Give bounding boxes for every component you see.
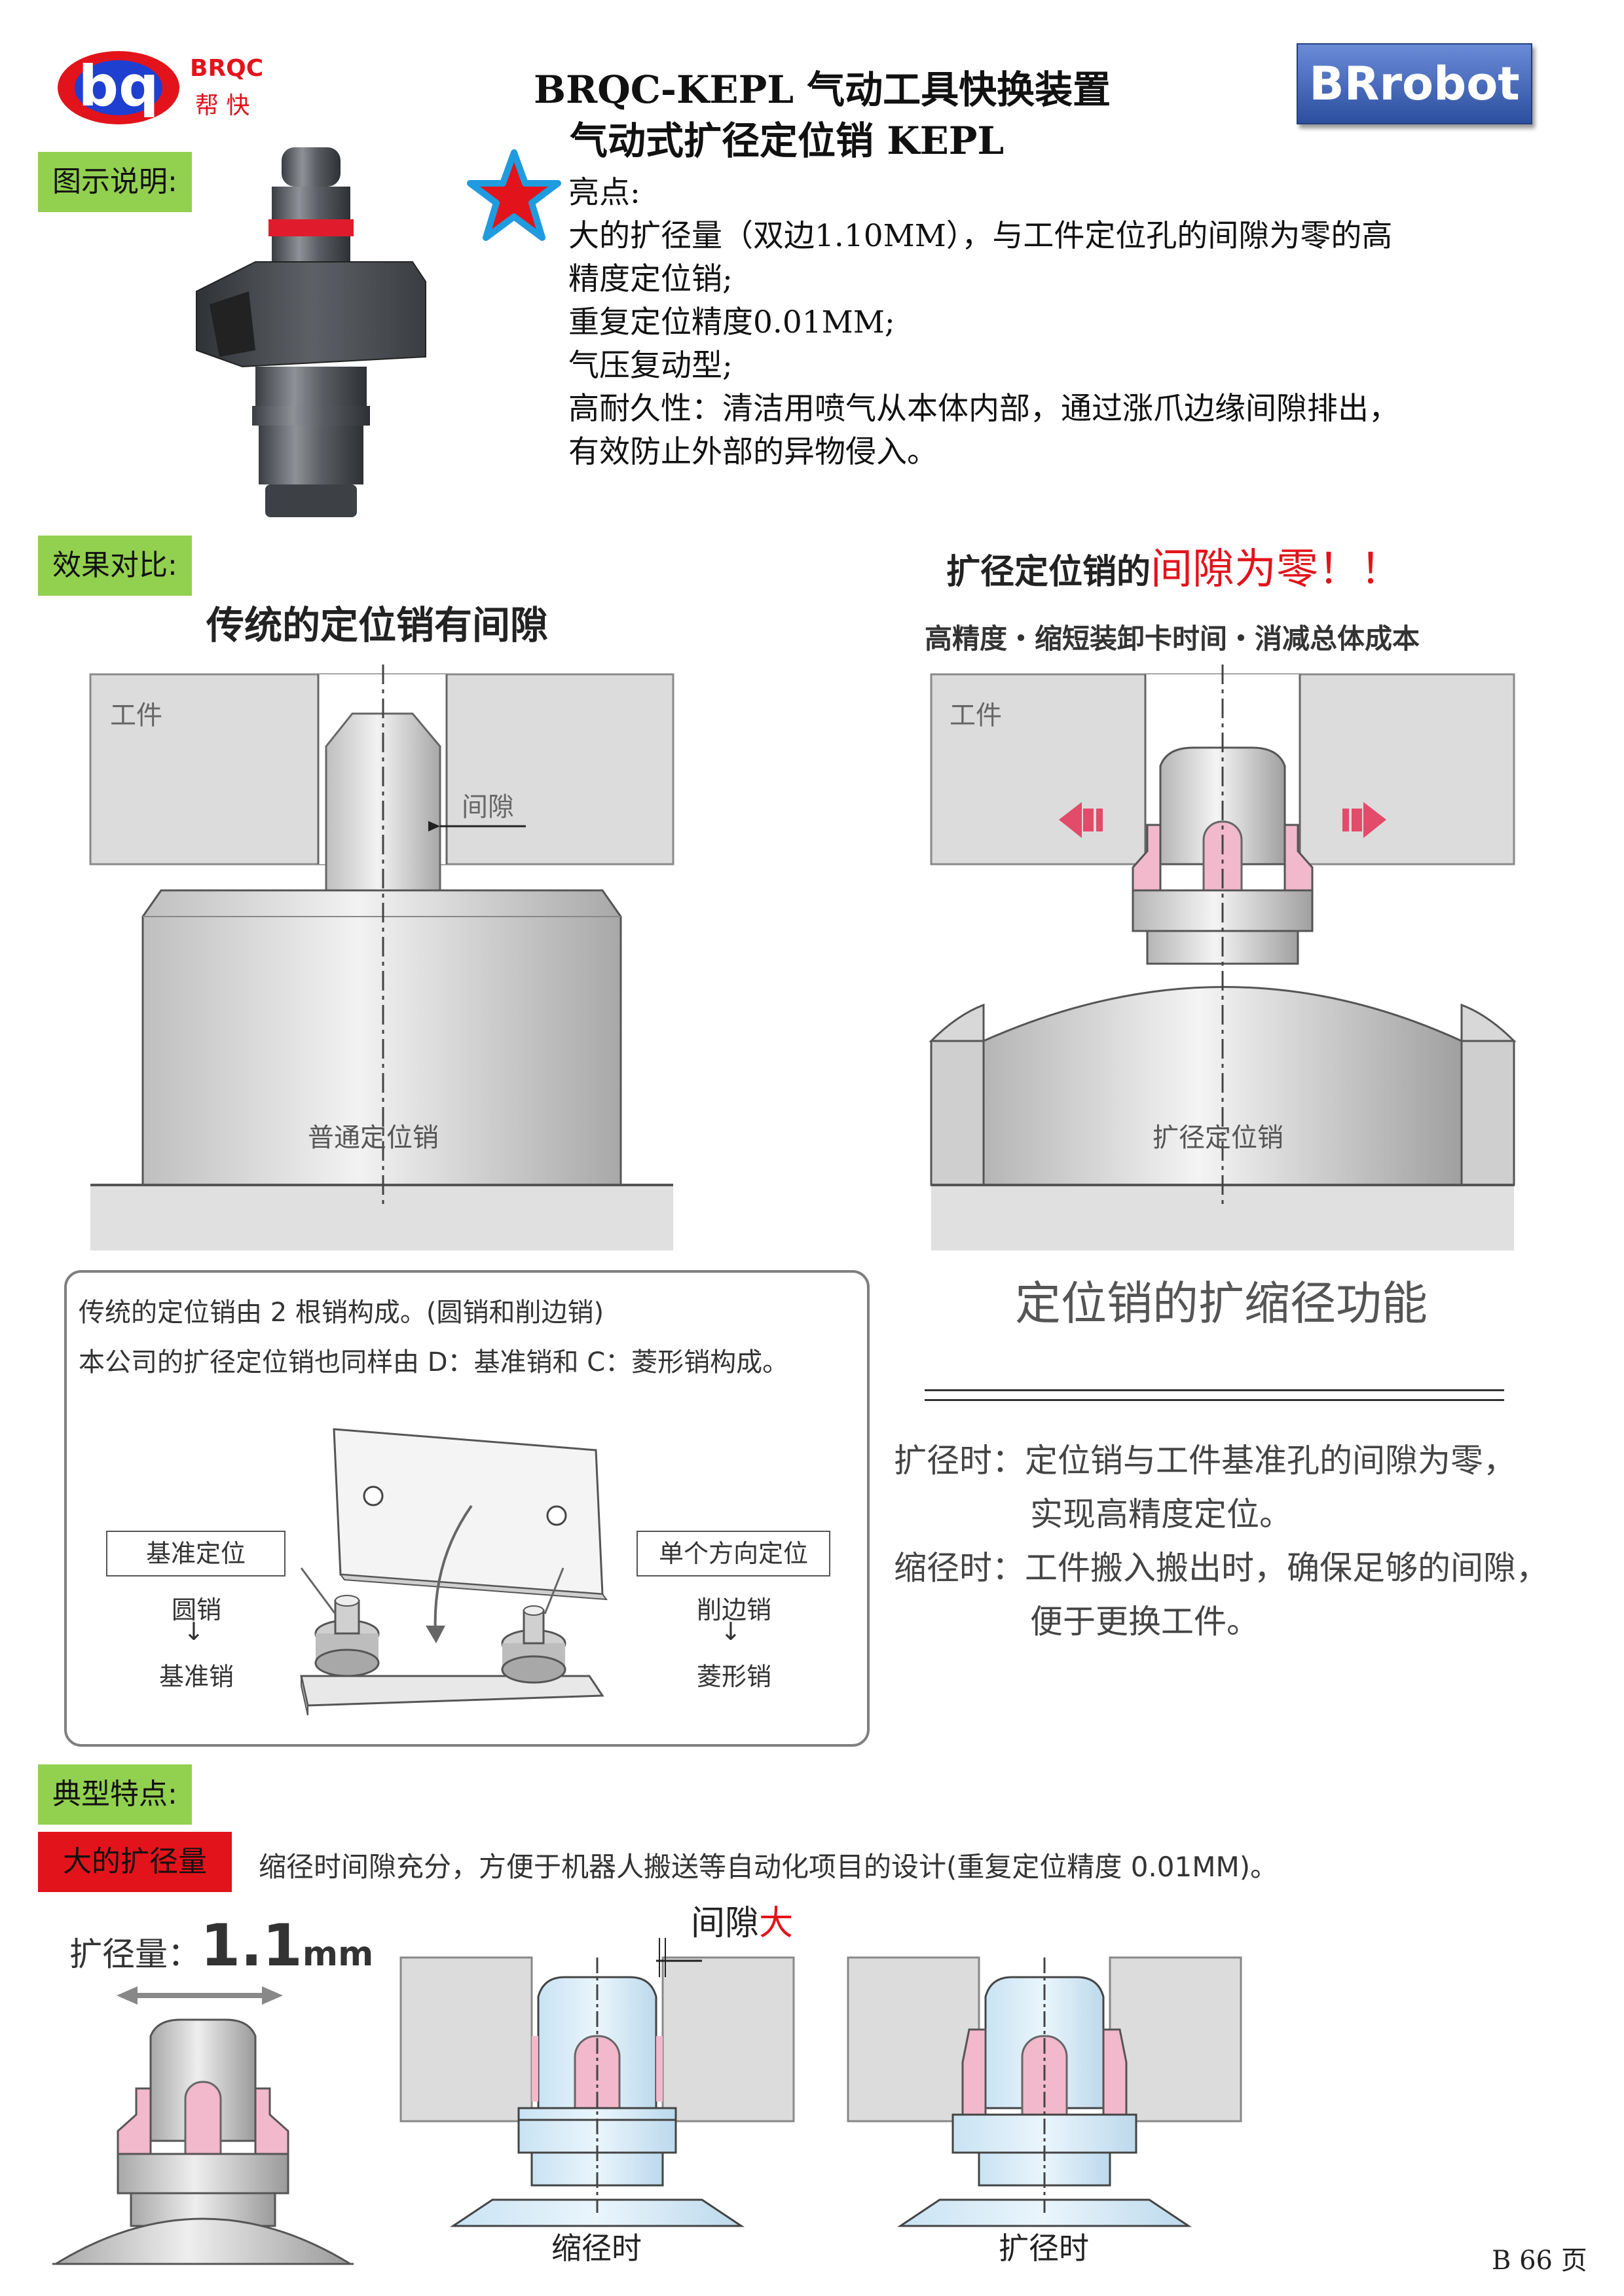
right-diagram-title: 扩径定位销的间隙为零！！ [946, 536, 1402, 596]
highlight-line: 高耐久性：清洁用喷气从本体内部，通过涨爪边缘间隙排出， [568, 391, 1399, 427]
function-title: 定位销的扩缩径功能 [1015, 1277, 1428, 1330]
logo-text: bq [78, 54, 159, 119]
label-single-direction: 单个方向定位 [637, 1531, 830, 1576]
render-neck [272, 236, 350, 263]
note-line-1: 传统的定位销由 2 根销构成。(圆销和削边销) [79, 1298, 604, 1328]
render-collar [272, 187, 350, 219]
highlight-line: 精度定位销; [568, 261, 733, 297]
expand-line-2: 实现高精度定位。 [1030, 1495, 1292, 1533]
expand-diagram [847, 1956, 1242, 2227]
render-tip [282, 147, 341, 187]
expand-label: 扩径时： [894, 1442, 1025, 1480]
right-diagram-subtitle: 高精度・缩短装卸卡时间・消减总体成本 [925, 623, 1420, 655]
left-base [90, 1185, 673, 1250]
brand-cn: 帮 快 [195, 92, 250, 119]
feature-tag: 大的扩径量 [38, 1832, 232, 1892]
brrobot-badge: BRrobot [1297, 43, 1532, 124]
amount-value: 1.1 [200, 1912, 303, 1979]
highlight-line: 气压复动型; [568, 348, 733, 384]
right-title-black: 扩径定位销的 [946, 553, 1151, 592]
expansion-pin-figure [52, 1986, 354, 2265]
highlight-line: 有效防止外部的异物侵入。 [568, 434, 938, 470]
left-to: 基准销 [159, 1662, 234, 1691]
page-title: BRQC-KEPL 气动工具快换装置 [534, 67, 1111, 112]
expand-line-1: 定位销与工件基准孔的间隙为零， [1025, 1442, 1516, 1480]
shrink-diagram [399, 1938, 795, 2227]
shrink-label: 缩径时： [894, 1549, 1025, 1587]
left-diagram-title: 传统的定位销有间隙 [206, 603, 549, 647]
render-block-slot [210, 291, 255, 357]
render-body-bottom [259, 426, 363, 484]
right-title-red: 间隙为零！！ [1151, 545, 1403, 594]
shrink-line-2: 便于更换工件。 [1030, 1603, 1259, 1641]
feature-description: 缩径时间隙充分，方便于机器人搬送等自动化项目的设计(重复定位精度 0.01MM)… [259, 1851, 1278, 1883]
expansion-amount: 扩径量：1.1mm [69, 1912, 373, 1979]
logo-inner [75, 60, 162, 115]
right-from: 削边销 [697, 1595, 772, 1624]
note-line-2: 本公司的扩径定位销也同样由 D：基准销和 C：菱形销构成。 [79, 1347, 789, 1377]
highlight-line: 大的扩径量（双边1.10MM），与工件定位孔的间隙为零的高 [568, 218, 1393, 254]
right-pin-label: 扩径定位销 [1153, 1123, 1283, 1153]
arrow-left-icon [1059, 802, 1103, 838]
expand-caption: 扩径时 [999, 2231, 1089, 2266]
render-body-groove [252, 406, 370, 426]
left-pin-label: 普通定位销 [308, 1123, 439, 1153]
gap-label-red: 大 [759, 1904, 794, 1943]
shrink-line-1: 工件搬入搬出时，确保足够的间隙， [1025, 1549, 1549, 1587]
right-workpiece-label: 工件 [950, 701, 1002, 731]
pin-setup-illustration [300, 1428, 608, 1716]
label-datum-positioning: 基准定位 [106, 1531, 286, 1576]
left-diagram [89, 665, 674, 1250]
highlights: 亮点: 大的扩径量（双边1.10MM），与工件定位孔的间隙为零的高 精度定位销;… [568, 172, 1399, 474]
base-plate [300, 1675, 604, 1707]
product-render [196, 147, 426, 517]
gap-label-black: 间隙 [691, 1904, 760, 1943]
render-red-ring [268, 219, 354, 236]
brand-en: BRQC [190, 55, 264, 82]
right-arrow: ↓ [720, 1617, 741, 1646]
page-number: B 66 页 [1492, 2246, 1587, 2276]
amount-unit: mm [302, 1935, 374, 1974]
left-arrow: ↓ [183, 1617, 204, 1646]
highlight-line: 重复定位精度0.01MM; [568, 304, 895, 340]
render-base [265, 484, 357, 517]
right-base [931, 1185, 1514, 1250]
expand-row: 扩径时：定位销与工件基准孔的间隙为零， 实现高精度定位。 缩径时：工件搬入搬出时… [894, 1434, 1549, 1649]
page-subtitle: 气动式扩径定位销 KEPL [570, 118, 1005, 163]
amount-label: 扩径量： [69, 1935, 200, 1973]
function-divider [925, 1389, 1504, 1401]
right-diagram [929, 665, 1517, 1250]
highlights-heading: 亮点: [568, 175, 640, 211]
arrow-right-icon [1342, 802, 1386, 838]
logo: bq [58, 51, 182, 127]
left-from: 圆销 [172, 1595, 222, 1624]
star-icon [467, 149, 561, 241]
shrink-caption: 缩径时 [551, 2231, 642, 2266]
section-features: 典型特点: [38, 1764, 192, 1825]
left-workpiece-label: 工件 [110, 701, 162, 731]
right-to: 菱形销 [697, 1662, 772, 1691]
section-comparison: 效果对比: [38, 536, 192, 596]
section-illustration: 图示说明: [38, 152, 192, 212]
gap-large-label: 间隙大 [691, 1895, 793, 1944]
render-body-lower [255, 367, 367, 406]
left-gap-label: 间隙 [462, 792, 514, 822]
note-box [64, 1270, 870, 1747]
